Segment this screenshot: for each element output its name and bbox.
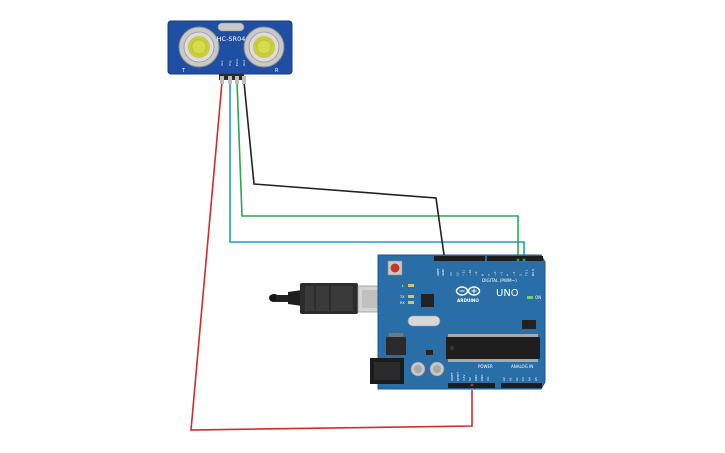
digital-section-label: DIGITAL (PWM~)	[482, 278, 517, 283]
atmega-chip	[446, 334, 540, 362]
label-gnd-bottom-2: GND	[480, 375, 484, 381]
sensor-pin-vcc[interactable]	[220, 76, 224, 84]
reset-button[interactable]	[387, 260, 403, 276]
digital-pin-label: ~3	[512, 271, 516, 276]
sensor-pin-label-trig: Trig	[228, 61, 232, 67]
label-ioref: IOREF	[450, 372, 454, 381]
digital-pin-label: 8	[481, 274, 485, 276]
icsp-header	[522, 320, 536, 329]
arduino-brand-label: ARDUINO	[457, 298, 479, 303]
led-on	[527, 296, 533, 299]
digital-header[interactable]	[434, 256, 543, 261]
wires	[190, 81, 525, 431]
label-on: ON	[535, 295, 541, 300]
digital-pin-label: TX 1	[525, 269, 529, 277]
digital-pin-label: ~5	[499, 271, 503, 276]
sensor-t-mark: T	[181, 68, 186, 74]
analog-pin-label: A5	[534, 377, 538, 381]
sensor-r-mark: R	[275, 68, 279, 74]
sensor-pins	[219, 74, 246, 84]
arduino-logo	[455, 286, 481, 296]
digital-pin-label: 12	[455, 272, 459, 276]
digital-pin-label: ~11	[462, 270, 466, 276]
sensor-pin-echo[interactable]	[235, 76, 239, 84]
transmitter-transducer	[178, 26, 220, 68]
usb-interface-chip	[421, 294, 434, 307]
analog-pin-label: A4	[528, 377, 532, 381]
analog-pin-label: A0	[502, 377, 506, 381]
label-3v3: 3.3V	[462, 375, 466, 381]
digital-pin-label: 13	[449, 272, 453, 276]
led-tx	[408, 295, 414, 298]
digital-pin-label: ~6	[493, 271, 497, 276]
analog-pin-label: A1	[508, 377, 512, 381]
label-vin: Vin	[486, 376, 490, 381]
analog-pin-label: A2	[515, 377, 519, 381]
digital-pin-label: RX 0	[531, 269, 535, 276]
crystal	[217, 22, 245, 32]
voltage-regulator	[386, 337, 406, 355]
label-aref: AREF	[436, 268, 440, 276]
wire-endpoints	[443, 258, 526, 387]
wire-echo[interactable]	[236, 81, 519, 262]
sensor-pin-label-vcc: Vcc	[220, 60, 224, 66]
sensor-model-label: HC-SR04	[217, 35, 246, 43]
label-gnd-top: GND	[441, 268, 445, 276]
status-leds	[408, 284, 533, 304]
analog-section-label: ANALOG IN	[511, 364, 533, 369]
digital-pin-label: ~10	[468, 270, 472, 276]
analog-pin-label: A3	[521, 377, 525, 381]
analog-header[interactable]	[501, 383, 542, 388]
digital-pin-label: 2	[518, 274, 522, 276]
sensor-pin-trig[interactable]	[228, 76, 232, 84]
sensor-pin-gnd[interactable]	[242, 76, 246, 84]
led-l	[408, 284, 414, 287]
digital-pin-label: 7	[487, 274, 491, 276]
label-gnd-bottom-1: GND	[474, 375, 478, 381]
small-component	[426, 350, 433, 355]
wire-gnd[interactable]	[243, 81, 446, 263]
dc-power-jack[interactable]	[370, 358, 404, 384]
arduino-model-label: UNO	[496, 288, 519, 299]
sensor-pin-label-echo: Echo	[235, 59, 239, 66]
digital-pin-label: ~9	[474, 271, 478, 276]
wire-trig[interactable]	[229, 82, 525, 262]
power-section-label: POWER	[478, 364, 493, 369]
receiver-transducer	[243, 26, 285, 68]
sensor-pin-label-gnd: Gnd	[242, 60, 246, 66]
label-5v: 5V	[468, 377, 472, 381]
ultrasonic-sensor[interactable]: HC-SR04 T R Vcc Trig Echo Gnd	[167, 20, 293, 84]
arduino-uno-board[interactable]: L TX RX ON	[370, 254, 546, 390]
digital-pin-label: 4	[506, 274, 510, 276]
label-l: L	[402, 284, 404, 288]
label-rx: RX	[400, 301, 405, 305]
capacitors	[410, 361, 445, 377]
wire-vcc[interactable]	[190, 81, 473, 431]
label-tx: TX	[399, 295, 405, 299]
crystal-oscillator	[407, 315, 441, 327]
led-rx	[408, 301, 414, 304]
label-reset: RESET	[456, 372, 460, 381]
